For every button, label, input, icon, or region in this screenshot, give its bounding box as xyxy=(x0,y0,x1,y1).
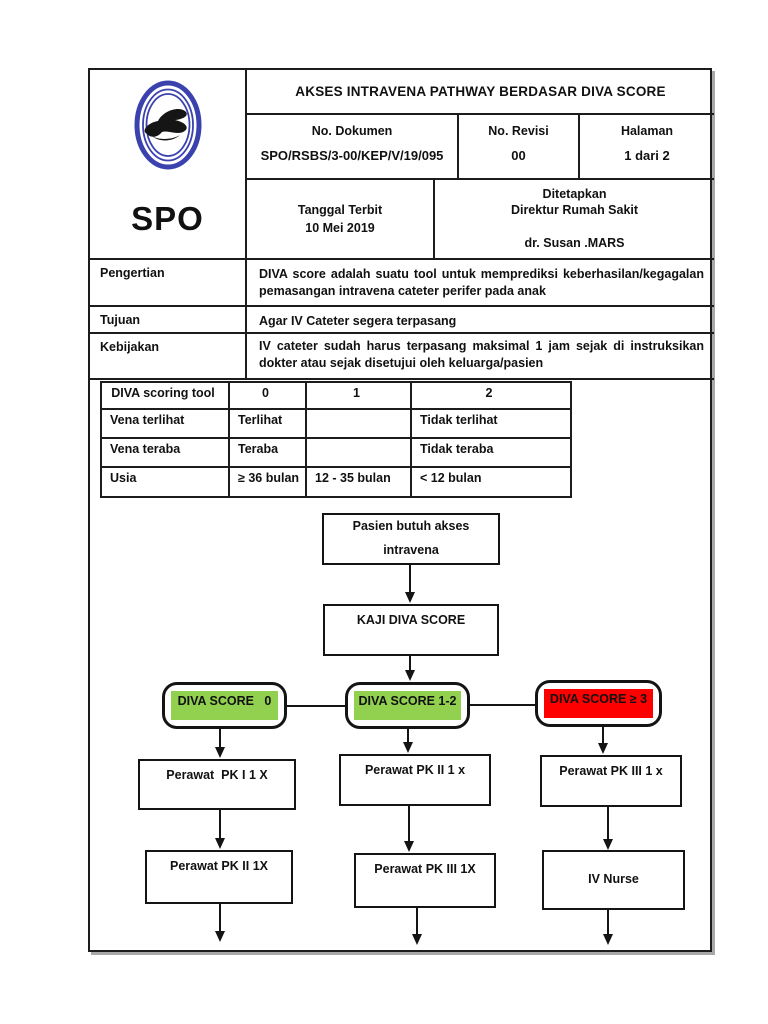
step1-left-label: Perawat PK I 1 X xyxy=(166,768,268,782)
step1-node-mid: Perawat PK II 1 x xyxy=(339,754,491,806)
doc-number-label: No. Dokumen xyxy=(311,124,393,138)
score-node-0-label: DIVA SCORE 0 xyxy=(171,691,278,720)
revision-cell: No. Revisi 00 xyxy=(459,115,580,180)
approval-cell: Ditetapkan Direktur Rumah Sakit dr. Susa… xyxy=(435,180,714,260)
arrow-down xyxy=(214,904,225,942)
table-cell: ≥ 36 bulan xyxy=(228,466,307,498)
bird-icon xyxy=(144,109,187,141)
arrow-down xyxy=(597,727,608,754)
step2-node-right: IV Nurse xyxy=(542,850,685,910)
arrow-down xyxy=(602,910,613,945)
approval-label: Ditetapkan xyxy=(542,187,607,201)
page-number-cell: Halaman 1 dari 2 xyxy=(580,115,714,180)
step1-mid-label: Perawat PK II 1 x xyxy=(364,763,466,777)
score-node-1-2: DIVA SCORE 1-2 xyxy=(345,682,470,729)
table-cell: Tidak terlihat xyxy=(410,408,572,439)
table-cell: Vena terlihat xyxy=(100,408,230,439)
arrow-down xyxy=(602,807,613,850)
arrow-down xyxy=(404,656,415,681)
arrow-down xyxy=(402,729,413,753)
table-cell: Teraba xyxy=(228,437,307,468)
table-row: Vena teraba Teraba Tidak teraba xyxy=(100,437,572,468)
column-header: 2 xyxy=(410,381,572,410)
section-label-kebijakan: Kebijakan xyxy=(90,334,247,380)
score-node-1-2-label: DIVA SCORE 1-2 xyxy=(354,691,461,720)
table-row: Usia ≥ 36 bulan 12 - 35 bulan < 12 bulan xyxy=(100,466,572,498)
table-cell: 12 - 35 bulan xyxy=(305,466,412,498)
connector-line xyxy=(470,704,535,706)
connector-line xyxy=(287,705,345,707)
issue-date-cell: Tanggal Terbit 10 Mei 2019 xyxy=(247,180,435,260)
revision-value: 00 xyxy=(511,148,526,163)
arrow-down xyxy=(214,729,225,758)
issue-date-value: 10 Mei 2019 xyxy=(305,221,375,235)
column-header: DIVA scoring tool xyxy=(100,381,230,410)
section-label-pengertian: Pengertian xyxy=(90,260,247,307)
section-text-pengertian: DIVA score adalah suatu tool untuk mempr… xyxy=(247,260,714,307)
score-node-ge3: DIVA SCORE ≥ 3 xyxy=(535,680,662,727)
section-text-tujuan: Agar IV Cateter segera terpasang xyxy=(247,307,714,334)
table-row: Vena terlihat Terlihat Tidak terlihat xyxy=(100,408,572,439)
document-title: AKSES INTRAVENA PATHWAY BERDASAR DIVA SC… xyxy=(247,70,714,115)
section-text-kebijakan: IV cateter sudah harus terpasang maksima… xyxy=(247,334,714,380)
table-cell: Vena teraba xyxy=(100,437,230,468)
doc-number-value: SPO/RSBS/3-00/KEP/V/19/095 xyxy=(260,148,444,163)
revision-label: No. Revisi xyxy=(488,124,549,138)
flow-assess-node: KAJI DIVA SCORE xyxy=(323,604,499,656)
arrow-down xyxy=(214,810,225,849)
step1-right-label: Perawat PK III 1 x xyxy=(559,764,663,778)
flow-start-node: Pasien butuh akses intravena xyxy=(322,513,500,565)
approval-org: Direktur Rumah Sakit xyxy=(510,203,639,217)
page-number-value: 1 dari 2 xyxy=(624,148,670,163)
column-header: 0 xyxy=(228,381,307,410)
spo-document-sheet: AKSES INTRAVENA PATHWAY BERDASAR DIVA SC… xyxy=(88,68,714,952)
step1-node-left: Perawat PK I 1 X xyxy=(138,759,296,810)
table-cell xyxy=(305,437,412,468)
flow-start-label: Pasien butuh akses intravena xyxy=(352,519,470,557)
table-cell xyxy=(305,408,412,439)
approver-name: dr. Susan .MARS xyxy=(524,236,625,250)
page-number-label: Halaman xyxy=(620,124,674,138)
arrow-down xyxy=(403,806,414,852)
logo-cell xyxy=(90,70,247,180)
table-cell: < 12 bulan xyxy=(410,466,572,498)
score-node-0: DIVA SCORE 0 xyxy=(162,682,287,729)
table-cell: Tidak teraba xyxy=(410,437,572,468)
table-header-row: DIVA scoring tool 0 1 2 xyxy=(100,381,572,410)
step2-node-mid: Perawat PK III 1X xyxy=(354,853,496,908)
step2-left-label: Perawat PK II 1X xyxy=(170,859,268,873)
hospital-logo xyxy=(134,80,201,170)
step2-right-label: IV Nurse xyxy=(588,872,639,887)
flow-assess-label: KAJI DIVA SCORE xyxy=(356,613,466,627)
arrow-down xyxy=(404,565,415,603)
step2-mid-label: Perawat PK III 1X xyxy=(374,862,476,876)
table-cell: Terlihat xyxy=(228,408,307,439)
arrow-down xyxy=(411,908,422,945)
table-cell: Usia xyxy=(100,466,230,498)
diva-scoring-table: DIVA scoring tool 0 1 2 Vena terlihat Te… xyxy=(100,381,572,498)
column-header: 1 xyxy=(305,381,412,410)
issue-date-label: Tanggal Terbit xyxy=(297,203,383,217)
score-node-ge3-label: DIVA SCORE ≥ 3 xyxy=(544,689,653,718)
doc-number-cell: No. Dokumen SPO/RSBS/3-00/KEP/V/19/095 xyxy=(247,115,459,180)
step1-node-right: Perawat PK III 1 x xyxy=(540,755,682,807)
section-label-tujuan: Tujuan xyxy=(90,307,247,334)
spo-label: SPO xyxy=(90,180,247,260)
step2-node-left: Perawat PK II 1X xyxy=(145,850,293,904)
